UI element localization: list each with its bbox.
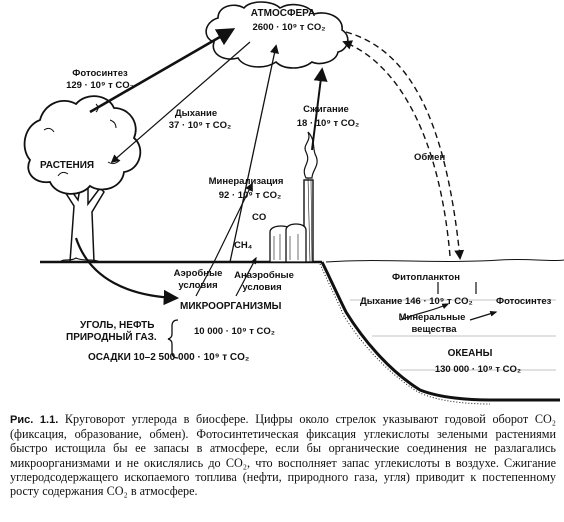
land-and-ocean-basin bbox=[40, 258, 564, 405]
land-photosynthesis-amount: 129 · 10⁹ т CO₂ bbox=[66, 80, 134, 91]
fossil-label-1: УГОЛЬ, НЕФТЬ bbox=[80, 320, 155, 331]
minerals-arrow bbox=[399, 303, 450, 321]
aerobic-label-1: Аэробные bbox=[173, 268, 223, 279]
figure-number: Рис. 1.1. bbox=[10, 414, 59, 426]
mineralization-amount: 92 · 10⁹ т CO₂ bbox=[218, 190, 282, 201]
tree-icon bbox=[23, 95, 142, 263]
land-respiration-amount: 37 · 10⁹ т CO₂ bbox=[168, 120, 232, 131]
land-respiration-label: Дыхание bbox=[174, 108, 218, 119]
carbon-cycle-diagram bbox=[23, 1, 564, 405]
aerobic-arrow bbox=[195, 182, 253, 297]
figure-caption: Рис. 1.1. Круговорот углерода в биосфере… bbox=[10, 412, 556, 498]
decomposition-arrow bbox=[74, 237, 180, 306]
combustion-amount: 18 · 10⁹ т CO₂ bbox=[296, 118, 360, 129]
exchange-label: Обмен bbox=[414, 152, 446, 163]
ocean-photosynthesis-label: Фотосинтез bbox=[496, 296, 552, 307]
atmosphere-cloud bbox=[205, 1, 349, 69]
fossil-label-2: ПРИРОДНЫЙ ГАЗ. bbox=[66, 332, 157, 343]
ocean-respiration-label: Дыхание 146 · 10⁹ т CO₂ bbox=[360, 296, 473, 307]
fossil-brace bbox=[167, 319, 179, 359]
co-label: CO bbox=[252, 212, 267, 223]
plant-respiration-arrow bbox=[110, 41, 251, 164]
plants-label: РАСТЕНИЯ bbox=[40, 160, 95, 171]
anaerobic-label-1: Анаэробные bbox=[234, 270, 294, 281]
mineralization-arrow bbox=[229, 44, 279, 263]
oceans-title: ОКЕАНЫ bbox=[447, 348, 493, 359]
photosynthesis-arrow bbox=[89, 28, 236, 114]
anaerobic-label-2: условия bbox=[242, 282, 282, 293]
land-photosynthesis-label: Фотосинтез bbox=[72, 68, 128, 79]
atmosphere-title: АТМОСФЕРА bbox=[250, 8, 316, 19]
mineralization-label: Минерализация bbox=[208, 176, 284, 187]
oceans-amount: 130 000 · 10⁹ т CO₂ bbox=[434, 364, 522, 375]
combustion-label: Сжигание bbox=[303, 104, 349, 115]
phytoplankton-label: Фитопланктон bbox=[392, 272, 460, 283]
minerals-arrow-2 bbox=[469, 310, 498, 321]
anaerobic-arrow bbox=[235, 256, 257, 297]
factory-chimney-icon bbox=[303, 131, 318, 263]
minerals-label-1: Минеральные bbox=[398, 312, 466, 323]
ch4-label: CH₄ bbox=[234, 240, 253, 251]
exchange-arrow-out bbox=[345, 31, 465, 260]
aerobic-label-2: условия bbox=[178, 280, 218, 291]
caption-text: Круговорот углерода в биосфере. Цифры ок… bbox=[10, 412, 556, 499]
fossil-amount: 10 000 · 10⁹ т CO₂ bbox=[194, 326, 275, 337]
exchange-arrow-in bbox=[342, 40, 451, 257]
combustion-arrow bbox=[311, 67, 328, 151]
atmosphere-amount: 2600 · 10⁹ т CO₂ bbox=[252, 22, 326, 33]
minerals-label-2: вещества bbox=[411, 324, 457, 335]
sediments-label: ОСАДКИ 10–2 500 000 · 10⁹ т CO₂ bbox=[88, 352, 250, 363]
storage-tanks-icon bbox=[269, 223, 307, 263]
microorganisms-label: МИКРООРГАНИЗМЫ bbox=[180, 301, 282, 312]
flow-arrows bbox=[74, 28, 498, 321]
